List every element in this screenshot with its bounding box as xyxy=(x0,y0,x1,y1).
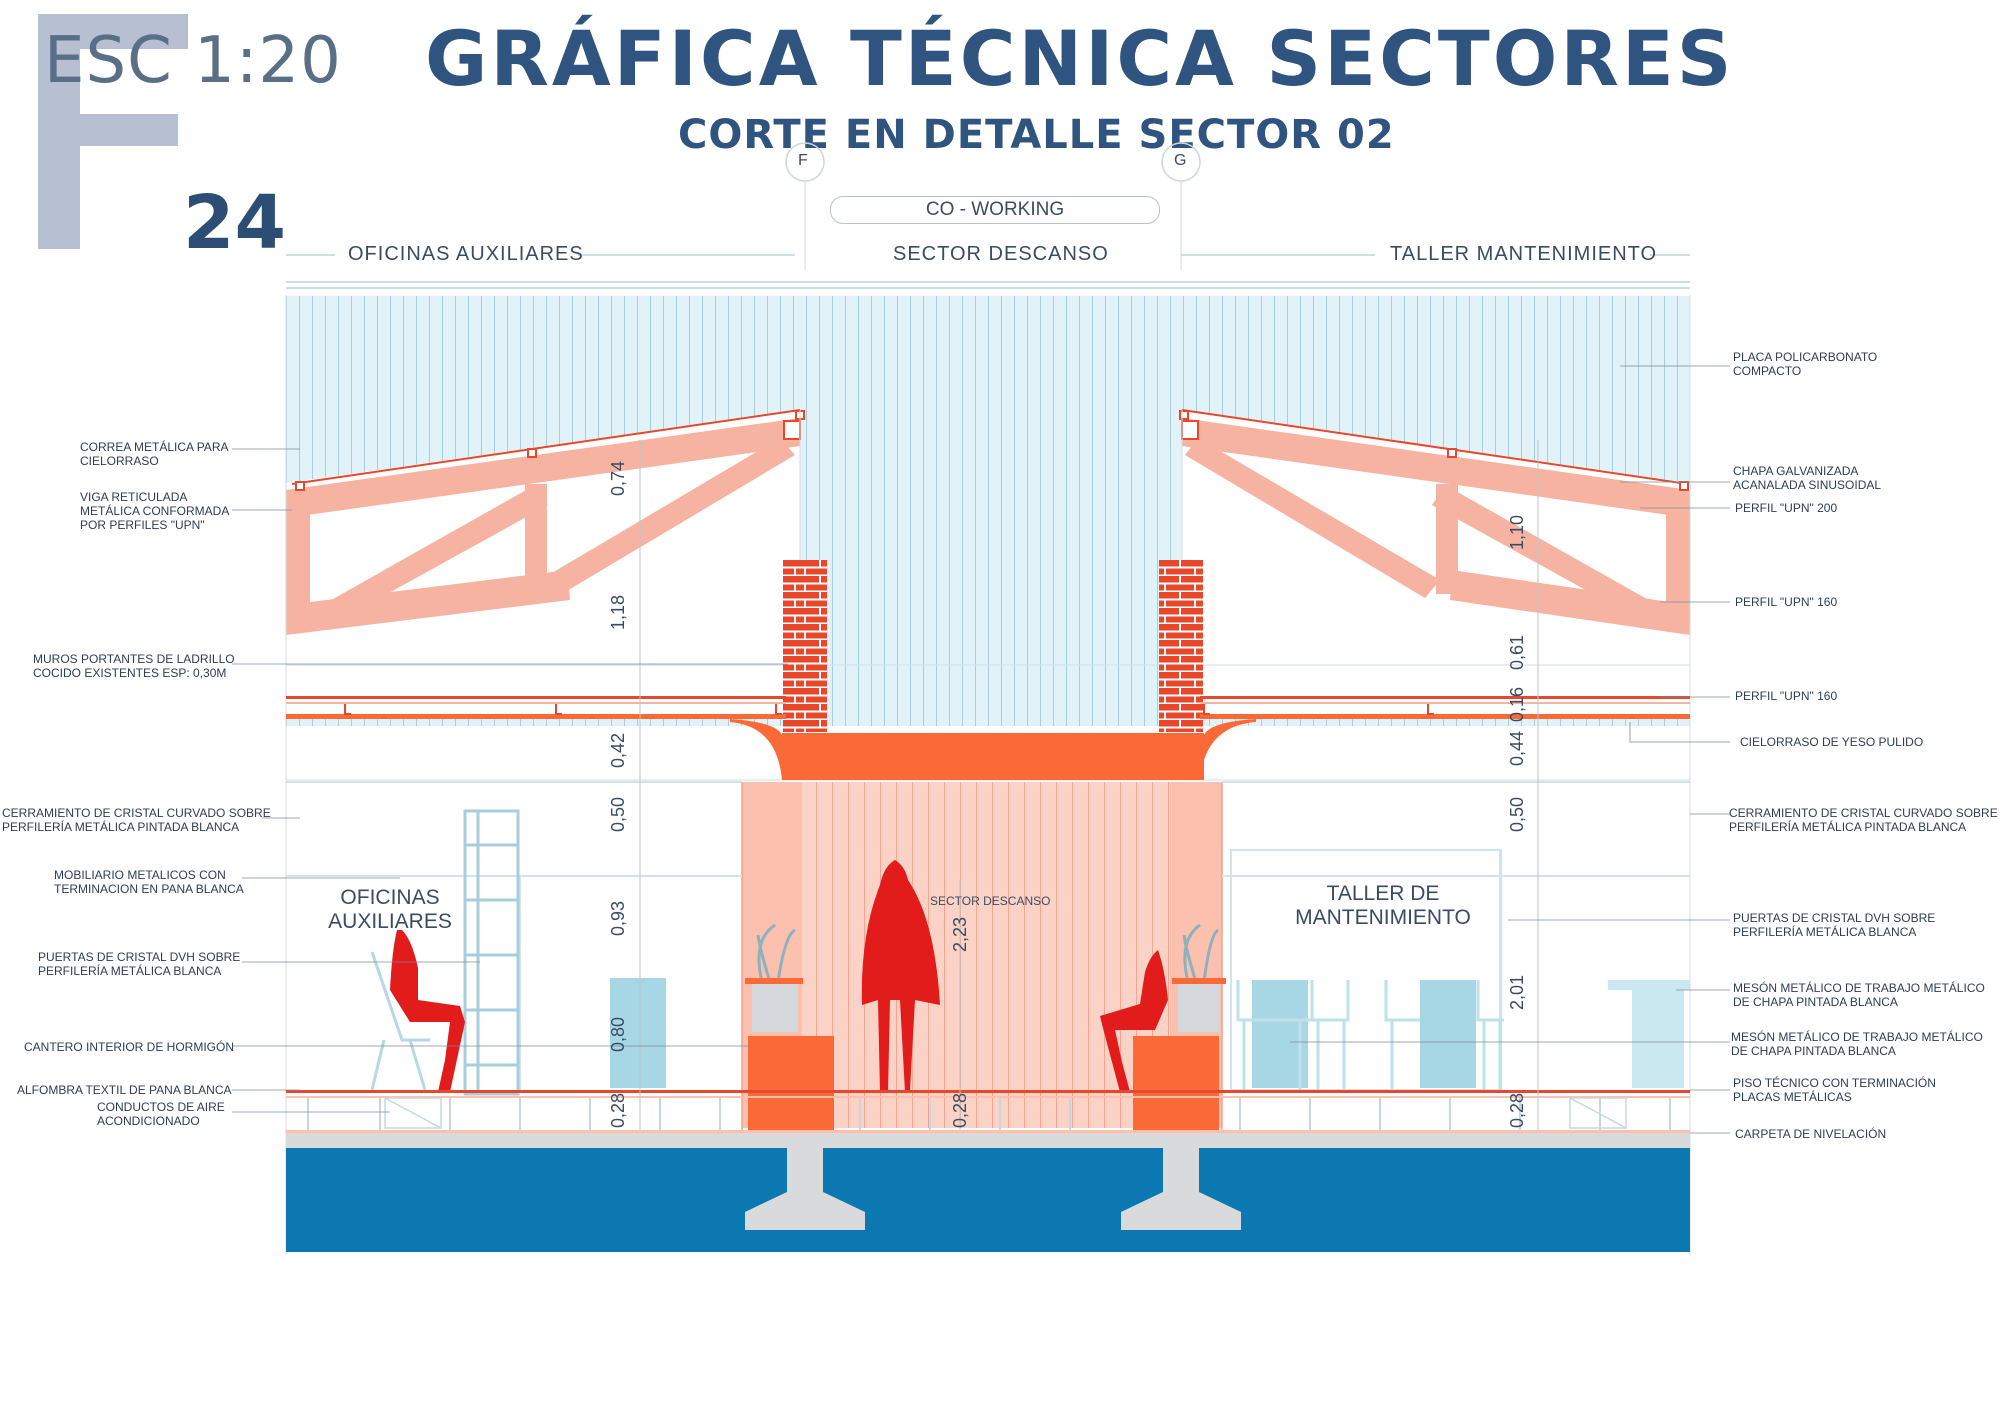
dim-right-2: 0,61 xyxy=(1507,634,1528,671)
note-right-upn160-b: PERFIL "UPN" 160 xyxy=(1735,689,1838,703)
axis-label-g: G xyxy=(1174,152,1187,169)
dim-center-2: 0,28 xyxy=(950,1092,971,1129)
shelving-unit xyxy=(463,809,520,1096)
note-right-ceiling: CIELORRASO DE YESO PULIDO xyxy=(1740,735,1924,749)
air-ducts xyxy=(384,1097,1627,1129)
note-right-galvanized: CHAPA GALVANIZADA ACANALADA SINUSOIDAL xyxy=(1733,464,1882,492)
office-chair xyxy=(370,951,430,1091)
dim-right-3: 0,16 xyxy=(1507,686,1528,723)
note-left-glass-enclosure: CERRAMIENTO DE CRISTAL CURVADO SOBRE PER… xyxy=(2,806,271,834)
dim-left-7: 0,28 xyxy=(608,1092,629,1129)
leader-lines-left xyxy=(232,448,788,1113)
seated-person-left xyxy=(390,930,465,1092)
note-left-ducts: CONDUCTOS DE AIRE ACONDICIONADO xyxy=(97,1100,225,1128)
dim-left-1: 0,74 xyxy=(608,460,629,497)
dim-left-6: 0,80 xyxy=(608,1016,629,1053)
workshop-stools xyxy=(1236,980,1504,1090)
note-right-upn160-a: PERFIL "UPN" 160 xyxy=(1735,595,1838,609)
dim-left-4: 0,50 xyxy=(608,796,629,833)
note-left-purlin: CORREA METÁLICA PARA CIELORRASO xyxy=(80,440,229,468)
dim-center-1: 2,23 xyxy=(950,916,971,953)
note-right-upn200: PERFIL "UPN" 200 xyxy=(1735,501,1838,515)
note-left-furniture: MOBILIARIO METALICOS CON TERMINACION EN … xyxy=(54,868,244,896)
note-right-leveling: CARPETA DE NIVELACIÓN xyxy=(1735,1127,1887,1141)
note-left-planter: CANTERO INTERIOR DE HORMIGÓN xyxy=(24,1040,235,1054)
planter-right xyxy=(1172,923,1226,1032)
scale-label: ESC 1:20 xyxy=(44,24,342,98)
page-title: GRÁFICA TÉCNICA SECTORES xyxy=(425,14,1735,103)
dim-left-2: 1,18 xyxy=(608,594,629,631)
page-number: 24 xyxy=(183,180,286,266)
note-right-doors: PUERTAS DE CRISTAL DVH SOBRE PERFILERÍA … xyxy=(1733,911,1936,939)
right-brick-wall xyxy=(1159,560,1203,732)
right-truss xyxy=(1182,418,1690,635)
floor-system xyxy=(286,1090,1690,1148)
note-right-workbench-a: MESÓN METÁLICO DE TRABAJO METÁLICO DE CH… xyxy=(1733,981,1985,1009)
note-left-doors: PUERTAS DE CRISTAL DVH SOBRE PERFILERÍA … xyxy=(38,950,241,978)
purlins xyxy=(295,410,1689,491)
dimension-lines xyxy=(639,440,1539,1130)
zone-label-left: OFICINAS AUXILIARES xyxy=(348,243,584,265)
dim-right-4: 0,44 xyxy=(1507,730,1528,767)
seated-person-right xyxy=(1100,950,1168,1092)
ceiling-clips xyxy=(344,704,1434,715)
left-cabinet xyxy=(610,978,666,1088)
foundations xyxy=(745,1146,1241,1230)
planter-block-right xyxy=(1133,1036,1219,1130)
page-subtitle: CORTE EN DETALLE SECTOR 02 xyxy=(678,112,1395,158)
dim-right-1: 1,10 xyxy=(1507,514,1528,551)
note-left-carpet: ALFOMBRA TEXTIL DE PANA BLANCA xyxy=(17,1083,232,1097)
galvanized-sheet xyxy=(291,409,1689,485)
dim-left-3: 0,42 xyxy=(608,732,629,769)
note-right-tech-floor: PISO TÉCNICO CON TERMINACIÓN PLACAS METÁ… xyxy=(1733,1076,1936,1104)
room-label-offices: OFICINAS AUXILIARES xyxy=(328,886,452,933)
dim-left-5: 0,93 xyxy=(608,900,629,937)
zone-label-center: SECTOR DESCANSO xyxy=(893,243,1109,265)
note-right-polycarbonate: PLACA POLICARBONATO COMPACTO xyxy=(1733,350,1878,378)
zone-label-right: TALLER MANTENIMIENTO xyxy=(1390,243,1658,265)
left-brick-wall xyxy=(783,560,827,732)
ground xyxy=(286,1148,1690,1252)
floor-pedestals xyxy=(307,1098,1671,1130)
dim-right-7: 0,28 xyxy=(1507,1092,1528,1129)
central-curtain xyxy=(802,782,1170,1128)
planter-left xyxy=(745,923,803,1032)
co-working-label: CO - WORKING xyxy=(830,196,1160,224)
dim-right-5: 0,50 xyxy=(1507,796,1528,833)
axis-label-f: F xyxy=(798,152,808,169)
sheet-letter-graphic xyxy=(38,14,188,249)
note-right-glass-enclosure: CERRAMIENTO DE CRISTAL CURVADO SOBRE PER… xyxy=(1729,806,1998,834)
standing-person xyxy=(861,860,940,1092)
dim-right-6: 2,01 xyxy=(1507,974,1528,1011)
room-label-workshop: TALLER DE MANTENIMIENTO xyxy=(1295,882,1471,929)
note-left-brick-walls: MUROS PORTANTES DE LADRILLO COCIDO EXIST… xyxy=(33,652,235,680)
leader-lines-right xyxy=(1290,365,1730,1134)
zone-header-lines xyxy=(286,254,1690,289)
curtain-frames xyxy=(741,782,1223,1130)
ceiling-beams xyxy=(286,696,1690,719)
room-label-rest: SECTOR DESCANSO xyxy=(930,894,1051,908)
note-right-workbench-b: MESÓN METÁLICO DE TRABAJO METÁLICO DE CH… xyxy=(1731,1030,1983,1058)
left-truss xyxy=(286,418,800,635)
note-left-truss: VIGA RETICULADA METÁLICA CONFORMADA POR … xyxy=(80,490,230,532)
